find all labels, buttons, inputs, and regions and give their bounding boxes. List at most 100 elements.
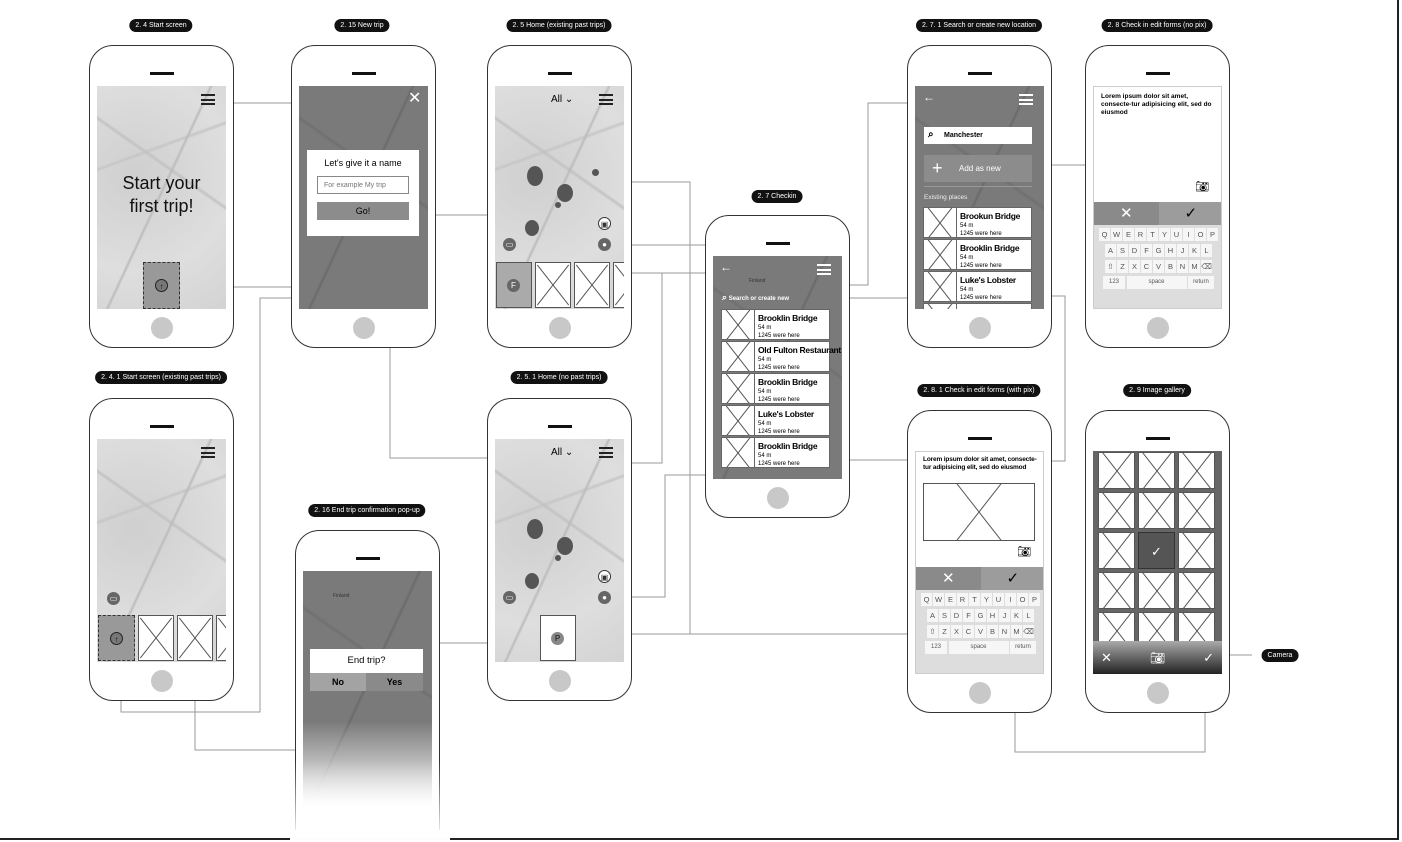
key[interactable]: J — [999, 609, 1010, 622]
key[interactable]: L — [1201, 244, 1212, 257]
camera-icon[interactable]: 📷︎ — [1195, 181, 1209, 193]
key[interactable]: P — [1207, 228, 1218, 241]
image-icon[interactable]: ▭ — [107, 592, 120, 605]
key[interactable]: A — [927, 609, 938, 622]
key[interactable]: F — [1141, 244, 1152, 257]
key[interactable]: L — [1023, 609, 1034, 622]
key[interactable]: X — [1129, 260, 1140, 273]
gallery-image[interactable] — [1098, 452, 1135, 489]
key[interactable]: G — [1153, 244, 1164, 257]
key[interactable]: ⌫ — [1201, 260, 1212, 273]
key[interactable]: J — [1177, 244, 1188, 257]
menu-icon[interactable] — [599, 447, 613, 458]
location-pin-icon[interactable]: ● — [598, 238, 611, 251]
key[interactable]: G — [975, 609, 986, 622]
key[interactable]: R — [1135, 228, 1146, 241]
home-button[interactable] — [969, 682, 991, 704]
trip-marker[interactable] — [525, 220, 539, 236]
trip-thumbnail[interactable] — [535, 262, 571, 308]
key[interactable]: O — [1017, 593, 1028, 606]
trip-thumbnail[interactable] — [138, 615, 174, 661]
key[interactable]: M — [1189, 260, 1200, 273]
key[interactable]: E — [945, 593, 956, 606]
back-arrow-icon[interactable]: ← — [923, 90, 935, 104]
key[interactable]: T — [1147, 228, 1158, 241]
photo-placeholder[interactable] — [923, 483, 1035, 541]
gallery-image[interactable] — [1098, 532, 1135, 569]
trip-thumbnail[interactable]: P — [540, 615, 576, 661]
space-key[interactable]: space — [948, 641, 1009, 654]
yes-button[interactable]: Yes — [366, 673, 423, 691]
trip-name-input[interactable] — [317, 176, 409, 194]
image-icon[interactable]: ▭ — [503, 238, 516, 251]
trip-marker[interactable] — [525, 573, 539, 589]
gallery-image[interactable] — [1178, 452, 1215, 489]
start-trip-button[interactable]: ↑ — [98, 615, 135, 661]
location-pin-icon[interactable]: ● — [598, 591, 611, 604]
key[interactable]: B — [987, 625, 998, 638]
key[interactable]: N — [999, 625, 1010, 638]
key[interactable]: U — [993, 593, 1004, 606]
gallery-image[interactable] — [1178, 572, 1215, 609]
home-button[interactable] — [549, 317, 571, 339]
return-key[interactable]: return — [1188, 276, 1214, 289]
trip-thumbnail[interactable] — [216, 615, 226, 661]
trip-thumbnail[interactable] — [613, 262, 624, 308]
numbers-key[interactable]: 123 — [1103, 276, 1125, 289]
key[interactable]: K — [1011, 609, 1022, 622]
start-trip-button[interactable]: ↑ — [143, 262, 180, 309]
menu-icon[interactable] — [201, 94, 215, 105]
home-button[interactable] — [151, 317, 173, 339]
key[interactable]: S — [1117, 244, 1128, 257]
home-button[interactable] — [549, 670, 571, 692]
add-as-new-button[interactable]: + Add as new — [924, 155, 1032, 182]
gallery-image[interactable] — [1178, 492, 1215, 529]
home-button[interactable] — [151, 670, 173, 692]
key[interactable]: X — [951, 625, 962, 638]
key[interactable]: ⇧ — [1105, 260, 1116, 273]
image-icon[interactable]: ▭ — [503, 591, 516, 604]
note-text[interactable]: Lorem ipsum dolor sit amet, consecte-tur… — [1101, 93, 1212, 116]
cancel-icon[interactable]: ✕ — [1101, 649, 1112, 665]
key[interactable]: T — [969, 593, 980, 606]
key[interactable]: Z — [1117, 260, 1128, 273]
key[interactable]: K — [1189, 244, 1200, 257]
key[interactable]: C — [1141, 260, 1152, 273]
key[interactable]: A — [1105, 244, 1116, 257]
trip-marker[interactable] — [555, 202, 561, 208]
key[interactable]: W — [1111, 228, 1122, 241]
gallery-image-selected[interactable]: ✓ — [1138, 532, 1175, 569]
key[interactable]: U — [1171, 228, 1182, 241]
trip-marker[interactable] — [527, 166, 543, 186]
key[interactable]: W — [933, 593, 944, 606]
trip-marker[interactable] — [557, 537, 573, 555]
briefcase-icon[interactable]: ▣ — [598, 217, 611, 230]
key[interactable]: R — [957, 593, 968, 606]
trip-marker[interactable] — [527, 519, 543, 539]
key[interactable]: N — [1177, 260, 1188, 273]
go-button[interactable]: Go! — [317, 202, 409, 220]
menu-icon[interactable] — [817, 264, 831, 275]
key[interactable]: B — [1165, 260, 1176, 273]
confirm-icon[interactable]: ✓ — [1158, 202, 1221, 225]
key[interactable]: D — [951, 609, 962, 622]
gallery-image[interactable] — [1138, 492, 1175, 529]
cancel-icon[interactable]: ✕ — [916, 567, 981, 590]
key[interactable]: V — [975, 625, 986, 638]
gallery-image[interactable] — [1098, 572, 1135, 609]
key[interactable]: E — [1123, 228, 1134, 241]
key[interactable]: C — [963, 625, 974, 638]
key[interactable]: Y — [981, 593, 992, 606]
home-button[interactable] — [1147, 682, 1169, 704]
home-button[interactable] — [353, 317, 375, 339]
return-key[interactable]: return — [1010, 641, 1036, 654]
gallery-image[interactable] — [1138, 572, 1175, 609]
